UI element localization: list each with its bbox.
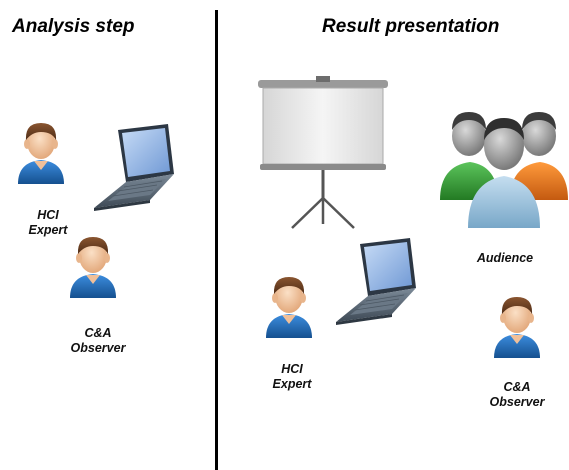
hci-expert-label-right-line1: HCI [281,362,303,376]
hci-expert-label-line1: HCI [37,208,59,222]
ca-observer-label-right-line2: Observer [489,395,545,409]
laptop-icon [335,237,417,326]
hci-expert-label-right-line2: Expert [272,377,312,391]
projector-screen-icon [258,76,388,229]
ca-observer-label: C&A Observer [48,326,148,356]
audience-icon [440,112,568,228]
person-icon [18,123,64,184]
section-divider [215,10,218,470]
laptop-icon [93,123,175,212]
ca-observer-label-right-line1: C&A [503,380,531,394]
person-icon [494,297,540,358]
ca-observer-label-line1: C&A [84,326,112,340]
hci-expert-label: HCI Expert [0,208,98,238]
ca-observer-label-line2: Observer [70,341,126,355]
hci-expert-label-right: HCI Expert [242,362,342,392]
person-icon [70,237,116,298]
person-icon [266,277,312,338]
ca-observer-label-right: C&A Observer [467,380,567,410]
result-presentation-heading: Result presentation [322,16,500,37]
hci-expert-label-line2: Expert [28,223,68,237]
analysis-step-heading: Analysis step [12,16,135,37]
audience-label: Audience [476,251,534,265]
